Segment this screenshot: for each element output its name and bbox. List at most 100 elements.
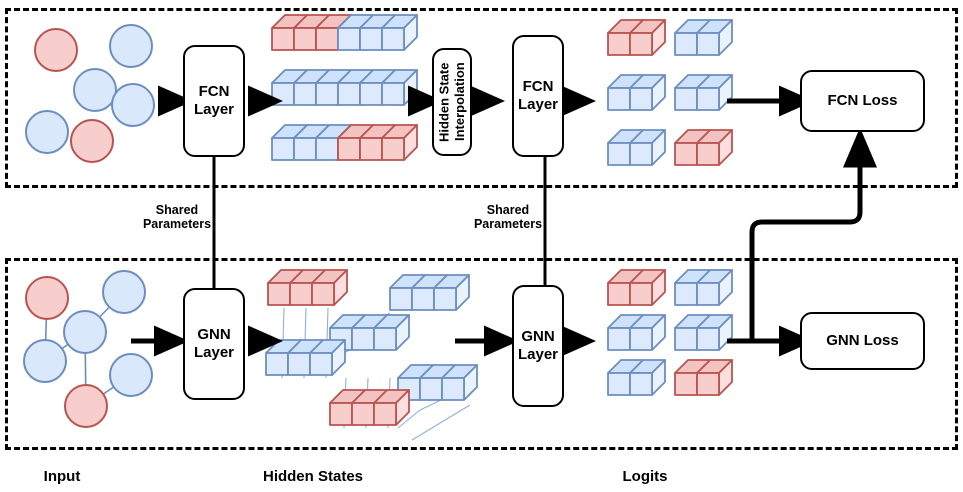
gnn-input-node-blue-2 bbox=[63, 310, 107, 354]
fcn-layer-box-1[interactable]: FCN Layer bbox=[183, 45, 245, 157]
gnn-logit-block-5-front-1 bbox=[696, 372, 720, 396]
shared-parameters-1-line2: Parameters bbox=[142, 217, 212, 232]
fcn-layer-2-label-line2: Layer bbox=[517, 96, 559, 113]
fcn-input-node-red-1 bbox=[34, 28, 78, 72]
gnn-hidden-block-0-front-2 bbox=[311, 282, 335, 306]
fcn-hidden-block-2-front-0 bbox=[271, 82, 295, 106]
fcn-logit-block-1 bbox=[674, 19, 733, 56]
gnn-logit-block-5 bbox=[674, 359, 733, 396]
gnn-hidden-block-1-front-0 bbox=[389, 287, 413, 311]
fcn-loss-label: FCN Loss bbox=[827, 92, 898, 109]
fcn-hidden-block-5-front-2 bbox=[381, 137, 405, 161]
fcn-logit-block-5 bbox=[674, 129, 733, 166]
fcn-logit-block-1-front-1 bbox=[696, 32, 720, 56]
shared-parameters-2-line1: Shared bbox=[486, 203, 530, 217]
fcn-loss-box[interactable]: FCN Loss bbox=[800, 70, 925, 132]
gnn-logit-block-0-front-1 bbox=[629, 282, 653, 306]
fcn-logit-block-4-front-1 bbox=[629, 142, 653, 166]
gnn-hidden-block-4 bbox=[397, 364, 478, 401]
gnn-hidden-block-4-front-2 bbox=[441, 377, 465, 401]
fcn-logit-block-2-front-1 bbox=[629, 87, 653, 111]
gnn-logit-block-3-front-1 bbox=[696, 327, 720, 351]
hidden-state-interpolation-box[interactable]: Hidden State Interpolation bbox=[432, 48, 472, 156]
cube-layer bbox=[265, 14, 733, 426]
fcn-hidden-block-1-front-0 bbox=[337, 27, 361, 51]
shared-parameters-label-2: Shared Parameters bbox=[471, 203, 545, 232]
gnn-input-node-red-1 bbox=[25, 276, 69, 320]
fcn-input-node-group bbox=[25, 24, 155, 163]
gnn-hidden-block-4-front-1 bbox=[419, 377, 443, 401]
fcn-input-node-red-2 bbox=[70, 119, 114, 163]
gnn-branch-panel bbox=[5, 258, 958, 450]
gnn-layer-1-label-line2: Layer bbox=[193, 344, 235, 361]
gnn-hidden-block-1-front-1 bbox=[411, 287, 435, 311]
gnn-logit-block-2-front-0 bbox=[607, 327, 631, 351]
gnn-hidden-block-3-front-0 bbox=[265, 352, 289, 376]
gnn-logit-block-2 bbox=[607, 314, 666, 351]
gnn-logit-block-1 bbox=[674, 269, 733, 306]
gnn-layer-box-1[interactable]: GNN Layer bbox=[183, 288, 245, 400]
gnn-layer-2-label-line2: Layer bbox=[517, 346, 559, 363]
fcn-layer-1-label-line2: Layer bbox=[193, 101, 235, 118]
fcn-hidden-block-0-front-1 bbox=[293, 27, 317, 51]
fcn-branch-panel bbox=[5, 8, 958, 188]
fcn-logit-block-2 bbox=[607, 74, 666, 111]
fcn-input-node-blue-3 bbox=[25, 110, 69, 154]
gnn-input-node-blue-3 bbox=[23, 339, 67, 383]
fcn-hidden-block-1 bbox=[337, 14, 418, 51]
gnn-logit-block-4-front-0 bbox=[607, 372, 631, 396]
gnn-hidden-block-2-front-2 bbox=[373, 327, 397, 351]
gnn-hidden-block-0-front-0 bbox=[267, 282, 291, 306]
gnn-logit-block-4 bbox=[607, 359, 666, 396]
gnn-loss-label: GNN Loss bbox=[826, 332, 899, 349]
interp-label-line1: Hidden State bbox=[436, 62, 452, 142]
fcn-hidden-block-1-front-2 bbox=[381, 27, 405, 51]
section-label-hidden-states: Hidden States bbox=[248, 468, 378, 485]
fcn-logit-block-0-front-0 bbox=[607, 32, 631, 56]
section-label-hidden-states-text: Hidden States bbox=[262, 468, 364, 485]
fcn-logit-block-3-front-0 bbox=[674, 87, 698, 111]
shared-parameters-label-1: Shared Parameters bbox=[140, 203, 214, 232]
shared-parameters-1-line1: Shared bbox=[155, 203, 199, 217]
gnn-logit-block-3-front-0 bbox=[674, 327, 698, 351]
fcn-input-node-blue-2 bbox=[73, 68, 117, 112]
fcn-logit-block-4 bbox=[607, 129, 666, 166]
fcn-input-node-blue-1 bbox=[109, 24, 153, 68]
fcn-layer-box-2[interactable]: FCN Layer bbox=[512, 35, 564, 157]
interp-label-line2: Interpolation bbox=[452, 62, 467, 142]
gnn-layer-2-label-line1: GNN bbox=[521, 328, 555, 345]
gnn-logit-block-1-front-1 bbox=[696, 282, 720, 306]
gnn-hidden-block-2-front-1 bbox=[351, 327, 375, 351]
gnn-hidden-block-3 bbox=[265, 339, 346, 376]
fcn-hidden-block-0 bbox=[271, 14, 352, 51]
fcn-logit-block-3 bbox=[674, 74, 733, 111]
gnn-hidden-block-0 bbox=[267, 269, 348, 306]
fcn-logit-block-0 bbox=[607, 19, 666, 56]
gnn-layer-box-2[interactable]: GNN Layer bbox=[512, 285, 564, 407]
fcn-hidden-block-4-front-2 bbox=[315, 137, 339, 161]
fcn-layer-2-label-line1: FCN bbox=[522, 78, 554, 95]
gnn-hidden-block-1-front-2 bbox=[433, 287, 457, 311]
gnn-hidden-block-5-front-0 bbox=[329, 402, 353, 426]
gnn-to-fcn-loss-feedback-path bbox=[749, 127, 878, 341]
shared-parameter-connectors bbox=[212, 157, 547, 288]
shared-parameters-2-line2: Parameters bbox=[473, 217, 543, 232]
gnn-logit-block-5-front-0 bbox=[674, 372, 698, 396]
fcn-hidden-block-2-front-1 bbox=[293, 82, 317, 106]
gnn-hidden-block-5-front-2 bbox=[373, 402, 397, 426]
gnn-input-node-blue-1 bbox=[102, 270, 146, 314]
gnn-hidden-block-5-front-1 bbox=[351, 402, 375, 426]
fcn-hidden-block-5 bbox=[337, 124, 418, 161]
gnn-loss-box[interactable]: GNN Loss bbox=[800, 312, 925, 370]
section-label-input-text: Input bbox=[43, 468, 81, 485]
gnn-hidden-block-3-front-2 bbox=[309, 352, 333, 376]
gnn-hidden-block-1 bbox=[389, 274, 470, 311]
fcn-hidden-block-2-front-2 bbox=[315, 82, 339, 106]
gnn-logit-block-3 bbox=[674, 314, 733, 351]
gnn-input-node-blue-4 bbox=[109, 353, 153, 397]
gnn-logit-block-2-front-1 bbox=[629, 327, 653, 351]
section-label-logits: Logits bbox=[605, 468, 685, 485]
fcn-hidden-block-4-front-0 bbox=[271, 137, 295, 161]
